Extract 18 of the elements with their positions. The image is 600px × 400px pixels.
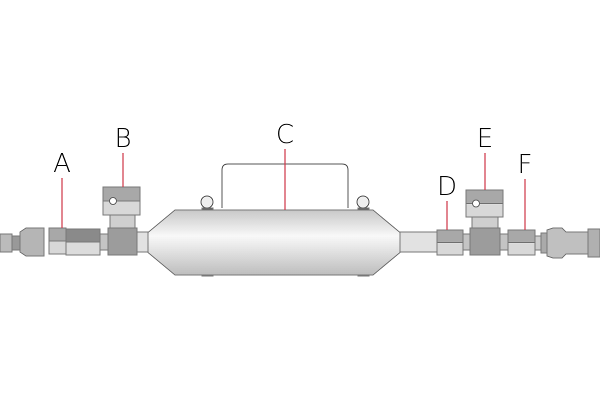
leader-line (446, 201, 448, 230)
callout-letter: F (510, 151, 540, 179)
cylinder-tank (148, 210, 400, 276)
callout-letter: E (470, 125, 500, 153)
callout-letter: B (108, 125, 138, 153)
leader-line (484, 153, 486, 190)
fitting-sleeve (508, 230, 536, 256)
leader-line (122, 153, 124, 187)
callout-letter: D (432, 173, 462, 201)
leader-line (524, 179, 526, 230)
valve-body (466, 190, 504, 218)
callout-letter: A (47, 150, 77, 178)
fitting-sleeve (436, 230, 464, 256)
valve-body (102, 186, 140, 216)
leader-line (61, 178, 63, 228)
callout-letter: C (270, 121, 300, 149)
fitting-sleeve (48, 228, 66, 254)
leader-line (284, 149, 286, 210)
